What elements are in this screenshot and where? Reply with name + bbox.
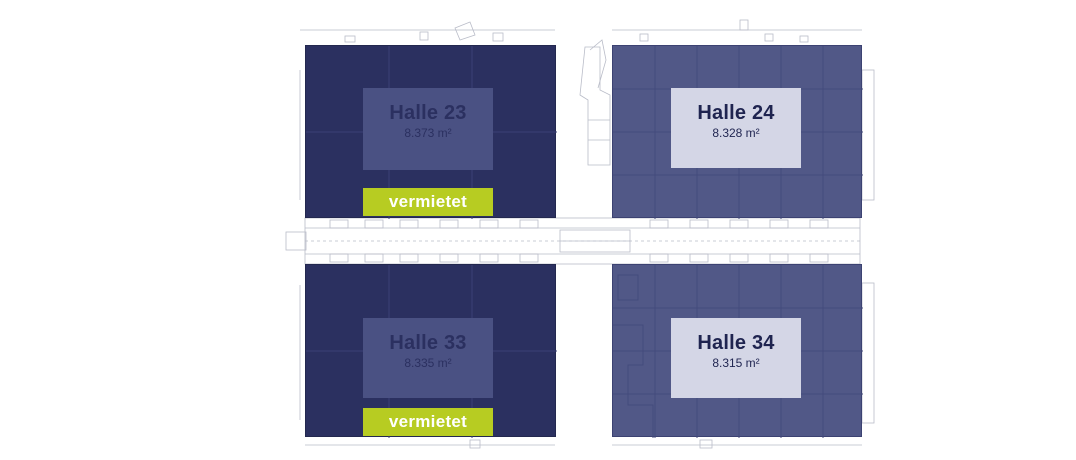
hall-24[interactable]: Halle 24 8.328 m² [612,45,863,219]
hall-34-name: Halle 34 [697,332,775,354]
hall-24-label: Halle 24 8.328 m² [671,88,801,168]
hall-33[interactable]: Halle 33 8.335 m² vermietet [305,264,557,438]
hall-23-area: 8.373 m² [404,126,452,140]
hall-23[interactable]: Halle 23 8.373 m² vermietet [305,45,557,219]
hall-33-area: 8.335 m² [404,356,452,370]
hall-23-label: Halle 23 8.373 m² [363,88,493,170]
hall-34-area: 8.315 m² [712,356,760,370]
hall-34-label: Halle 34 8.315 m² [671,318,801,398]
hall-33-label: Halle 33 8.335 m² [363,318,493,398]
hall-24-area: 8.328 m² [712,126,760,140]
hall-24-name: Halle 24 [697,102,775,124]
hall-34[interactable]: Halle 34 8.315 m² [612,264,863,438]
hall-33-name: Halle 33 [389,332,467,354]
hall-23-status-badge: vermietet [363,188,493,216]
hall-33-status-badge: vermietet [363,408,493,436]
hall-23-name: Halle 23 [389,102,467,124]
